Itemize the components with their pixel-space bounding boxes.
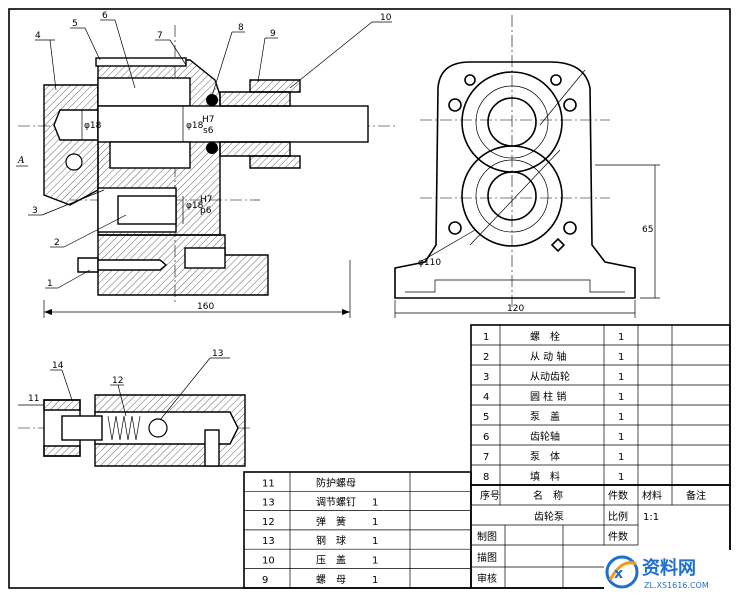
- lower-row-name: 防护螺母: [316, 476, 356, 489]
- leader-11: 11: [28, 394, 39, 404]
- parts-row-qty: 1: [618, 332, 624, 343]
- leader-10: 10: [380, 13, 392, 23]
- leader-4: 4: [35, 31, 41, 41]
- fit-s6: s6: [203, 126, 214, 136]
- header-no: 序号: [480, 489, 500, 502]
- parts-row-name: 圆 柱 销: [530, 390, 566, 403]
- parts-row-no: 2: [483, 352, 489, 363]
- relief-valve-view: 11 14 12 13: [18, 349, 250, 467]
- count-label: 件数: [608, 530, 628, 543]
- watermark-logo-icon: x: [605, 555, 639, 589]
- leader-9: 9: [270, 29, 276, 39]
- header-name: 名 称: [533, 489, 563, 502]
- lower-row-name: 压 盖: [316, 554, 346, 567]
- leader-6: 6: [102, 11, 108, 21]
- parts-row-name: 泵 体: [530, 451, 560, 463]
- dim-d18-top: φ18: [186, 121, 204, 131]
- lower-row-qty: 1: [372, 536, 378, 547]
- parts-row-qty: 1: [618, 412, 624, 423]
- fit-h7-lower: H7: [200, 195, 213, 205]
- leaders-main: 4 5 6 7 8 9 10 3 2 1: [28, 11, 392, 289]
- lower-row-qty: 1: [372, 556, 378, 567]
- dim-d110: φ110: [418, 258, 441, 268]
- drawing-title: 齿轮泵: [534, 510, 564, 523]
- dim-d18-left: φ18: [84, 121, 102, 131]
- scale-value: 1:1: [643, 512, 659, 523]
- leader-5: 5: [72, 19, 78, 29]
- lower-row-no: 9: [262, 575, 268, 586]
- lower-parts-table: 11 防护螺母 13 调节螺钉 1 12 弹 簧 1 13 钢 球 1 10 压 盖 1 9 螺 母 1: [243, 471, 472, 589]
- lower-row-no: 13: [262, 498, 275, 509]
- parts-row-qty: 1: [618, 372, 624, 383]
- leader-13: 13: [212, 349, 223, 359]
- dim-d18-lower: φ18: [186, 201, 204, 211]
- parts-row-name: 从 动 轴: [530, 350, 566, 363]
- header-qty: 件数: [608, 489, 628, 502]
- watermark-url: ZL.XS1616.COM: [644, 581, 709, 590]
- parts-row-qty: 1: [618, 352, 624, 363]
- parts-row-qty: 1: [618, 452, 624, 463]
- lower-row-name: 调节螺钉: [316, 497, 356, 509]
- lower-row-qty: 1: [372, 517, 378, 528]
- drawn-label: 制图: [477, 530, 497, 543]
- leader-8: 8: [238, 23, 244, 33]
- lower-row-no: 13: [262, 536, 275, 547]
- parts-row-qty: 1: [618, 392, 624, 403]
- dim-160: 160: [197, 302, 214, 312]
- leader-7: 7: [157, 31, 163, 41]
- parts-row-no: 5: [483, 412, 489, 423]
- traced-label: 描图: [477, 551, 497, 564]
- parts-row-no: 3: [483, 372, 489, 383]
- parts-row-name: 填 料: [530, 470, 560, 483]
- scale-label: 比例: [608, 510, 628, 523]
- leader-1: 1: [47, 279, 53, 289]
- lower-row-qty: 1: [372, 575, 378, 586]
- lower-row-qty: 1: [372, 498, 378, 509]
- parts-row-name: 泵 盖: [530, 410, 560, 423]
- svg-text:x: x: [614, 566, 623, 582]
- lower-row-no: 12: [262, 517, 275, 528]
- parts-row-no: 1: [483, 332, 489, 343]
- parts-row-no: 4: [483, 392, 489, 403]
- site-watermark: x 资料网 ZL.XS1616.COM: [604, 550, 740, 595]
- header-material: 材料: [642, 489, 662, 502]
- section-mark-a: A: [17, 156, 25, 166]
- parts-row-qty: 1: [618, 432, 624, 443]
- leader-14: 14: [52, 361, 64, 371]
- dim-120: 120: [507, 304, 524, 314]
- dim-65: 65: [642, 225, 653, 235]
- watermark-brand: 资料网: [642, 557, 696, 579]
- parts-row-name: 齿轮轴: [530, 430, 560, 443]
- fit-p6: p6: [200, 206, 212, 216]
- lower-row-name: 弹 簧: [316, 515, 346, 528]
- parts-row-name: 从动齿轮: [530, 370, 570, 383]
- lower-row-no: 11: [262, 478, 275, 489]
- header-note: 备注: [686, 489, 706, 502]
- leader-3: 3: [32, 206, 38, 216]
- parts-row-name: 螺 栓: [530, 330, 560, 343]
- parts-row-qty: 1: [618, 472, 624, 483]
- main-section-view: 160 φ18 φ18 H7 s6 φ18 H7 p6 A 4 5 6 7 8 …: [16, 11, 395, 318]
- leader-2: 2: [54, 238, 60, 248]
- checked-label: 审核: [477, 572, 497, 585]
- parts-row-no: 7: [483, 452, 489, 463]
- side-view: 120 65 φ110: [394, 15, 660, 318]
- parts-table: 1 螺 栓 1 2 从 动 轴 1 3 从动齿轮 1 4 圆 柱 销 1 5 泵 盖 1 6 齿轮轴 1 7 泵 体 1…: [470, 324, 731, 545]
- lower-row-name: 螺 母: [316, 574, 346, 586]
- parts-row-no: 8: [483, 472, 489, 483]
- lower-row-no: 10: [262, 556, 275, 567]
- parts-row-no: 6: [483, 432, 489, 443]
- lower-row-name: 钢 球: [316, 534, 346, 547]
- leader-12: 12: [112, 376, 123, 386]
- fit-h7-top: H7: [202, 115, 215, 125]
